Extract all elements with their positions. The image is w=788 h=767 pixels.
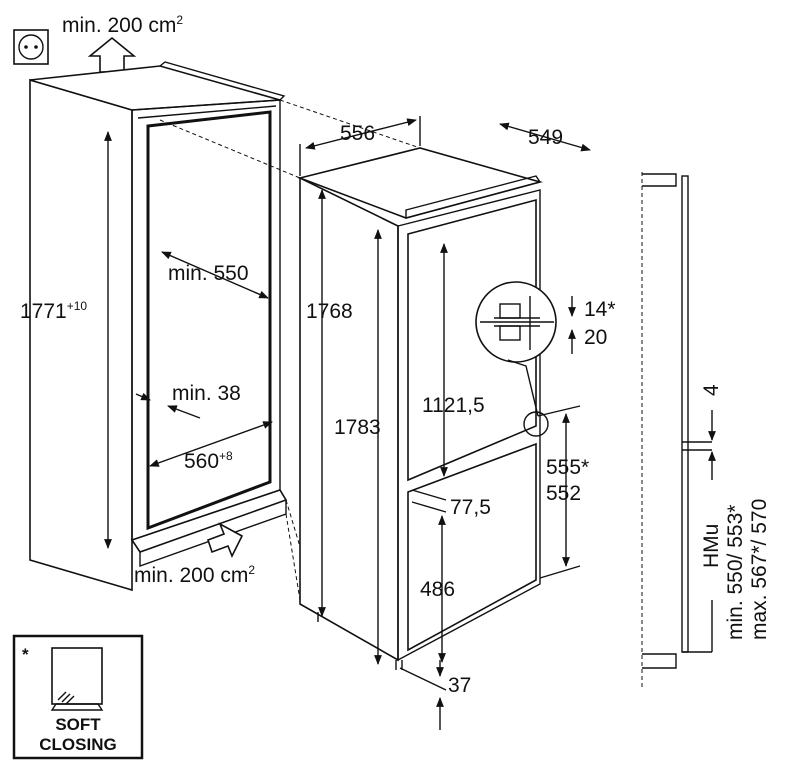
hmu-max-label: max. 567*/ 570 <box>748 499 771 640</box>
vent-top-label: min. 200 cm2 <box>62 13 183 37</box>
hinge-detail <box>475 281 557 437</box>
soft-closing-door-icon <box>50 647 104 711</box>
side-section-view <box>641 172 712 690</box>
upper-door-b-label: 552 <box>546 482 581 505</box>
niche-depth-label: min. 550 <box>168 262 249 285</box>
fridge-door-height-label: 1121,5 <box>422 394 485 417</box>
niche-height-label: 1771+10 <box>20 299 87 323</box>
power-socket-icon <box>13 29 49 65</box>
hinge-gap-a-label: 14* <box>584 298 616 321</box>
door-total-height-label: 1783 <box>334 416 381 439</box>
appliance-width-label: 556 <box>340 122 375 145</box>
soft-closing-badge: * SOFT CLOSING <box>12 634 144 760</box>
freezer-door-height-label: 486 <box>420 578 455 601</box>
gap-min-label: min. 38 <box>172 382 241 405</box>
soft-closing-line2: CLOSING <box>39 735 116 754</box>
vent-bottom-label: min. 200 cm2 <box>134 563 255 587</box>
appliance-height-label: 1768 <box>306 300 353 323</box>
hmu-label: HMu <box>700 524 723 568</box>
side-gap-label: 4 <box>700 384 723 396</box>
hinge-gap-b-label: 20 <box>584 326 607 349</box>
upper-door-a-label: 555* <box>546 456 589 479</box>
hmu-min-label: min. 550/ 553* <box>724 505 747 640</box>
airflow-up-arrow-icon <box>87 36 137 73</box>
airflow-in-arrow-icon <box>206 522 244 558</box>
soft-closing-line1: SOFT <box>55 715 101 734</box>
appliance-depth-label: 549 <box>528 126 563 149</box>
soft-closing-star: * <box>22 645 29 664</box>
freezer-gap-label: 77,5 <box>450 496 491 519</box>
niche-width-label: 560+8 <box>184 449 233 473</box>
bottom-gap-label: 37 <box>448 674 471 697</box>
